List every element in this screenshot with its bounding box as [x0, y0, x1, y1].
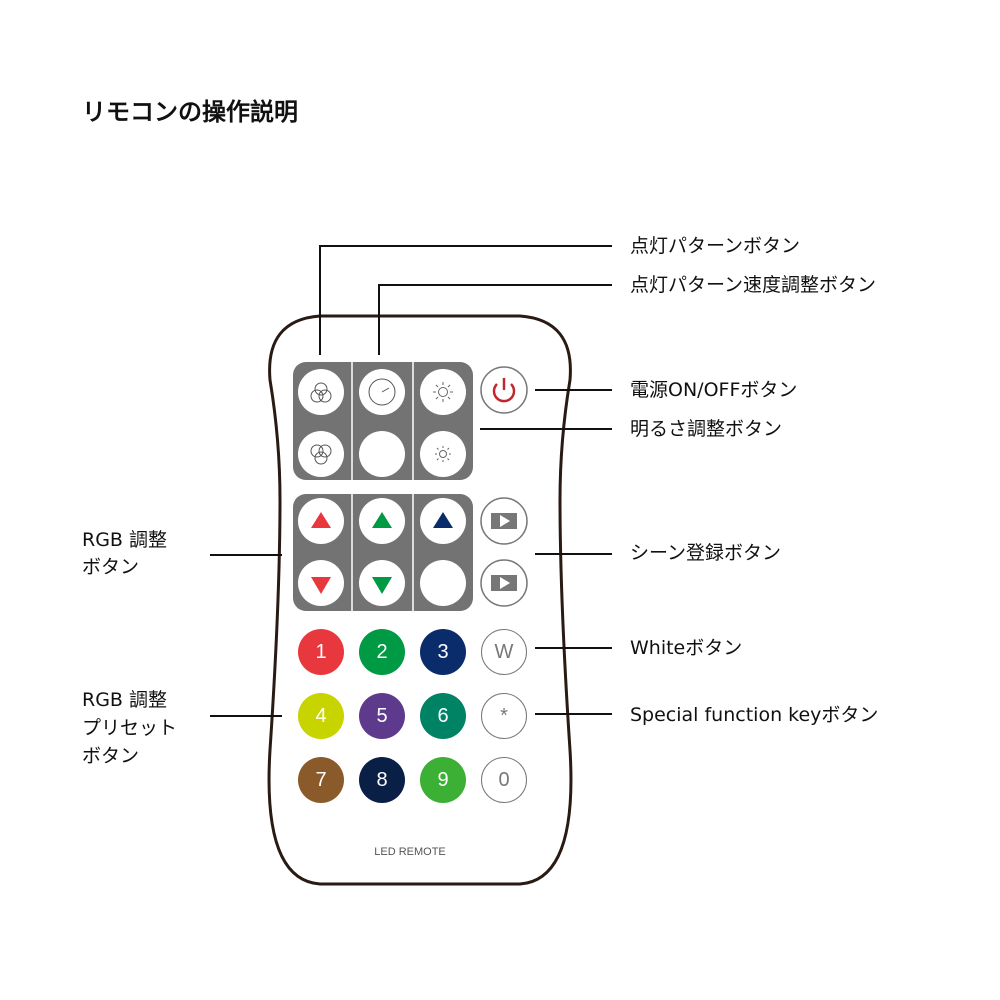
- label-special: Special function keyボタン: [630, 704, 879, 726]
- page-title: リモコンの操作説明: [82, 98, 298, 126]
- label-scene: シーン登録ボタン: [630, 542, 782, 564]
- label-brightness: 明るさ調整ボタン: [630, 418, 783, 440]
- power-icon: [492, 378, 516, 403]
- green-down-icon: [372, 577, 392, 594]
- key-9: 9: [420, 757, 466, 803]
- key-0: 0: [481, 757, 527, 803]
- scene-film-icon: [480, 497, 528, 545]
- label-power: 電源ON/OFFボタン: [630, 379, 798, 401]
- scene-film-icon: [480, 559, 528, 607]
- key-4: 4: [298, 693, 344, 739]
- label-rgb-preset-2: プリセット: [82, 717, 178, 739]
- brightness-up-icon: [433, 382, 453, 402]
- key-8: 8: [359, 757, 405, 803]
- label-rgb-adjust: RGB 調整: [82, 529, 167, 551]
- pattern-icon: [310, 444, 332, 465]
- label-rgb-adjust-2: ボタン: [82, 556, 140, 578]
- label-rgb-preset-3: ボタン: [82, 745, 140, 767]
- key-6: 6: [420, 693, 466, 739]
- key-5: 5: [359, 693, 405, 739]
- key-3: 3: [420, 629, 466, 675]
- brightness-down-icon: [435, 446, 451, 462]
- key-W: W: [481, 629, 527, 675]
- label-white: Whiteボタン: [630, 637, 743, 659]
- green-up-icon: [372, 512, 392, 528]
- label-pattern: 点灯パターンボタン: [630, 235, 801, 257]
- red-up-icon: [311, 512, 331, 528]
- brand-text: LED REMOTE: [374, 846, 446, 858]
- key-2: 2: [359, 629, 405, 675]
- label-pattern-speed: 点灯パターン速度調整ボタン: [630, 274, 877, 296]
- key-1: 1: [298, 629, 344, 675]
- key-7: 7: [298, 757, 344, 803]
- blue-up-icon: [433, 512, 453, 528]
- pattern-icon: [310, 382, 332, 403]
- leader-lines: [210, 245, 612, 717]
- red-down-icon: [311, 577, 331, 594]
- speed-gauge-icon: [368, 378, 396, 406]
- label-rgb-preset: RGB 調整: [82, 689, 167, 711]
- key-*: *: [481, 693, 527, 739]
